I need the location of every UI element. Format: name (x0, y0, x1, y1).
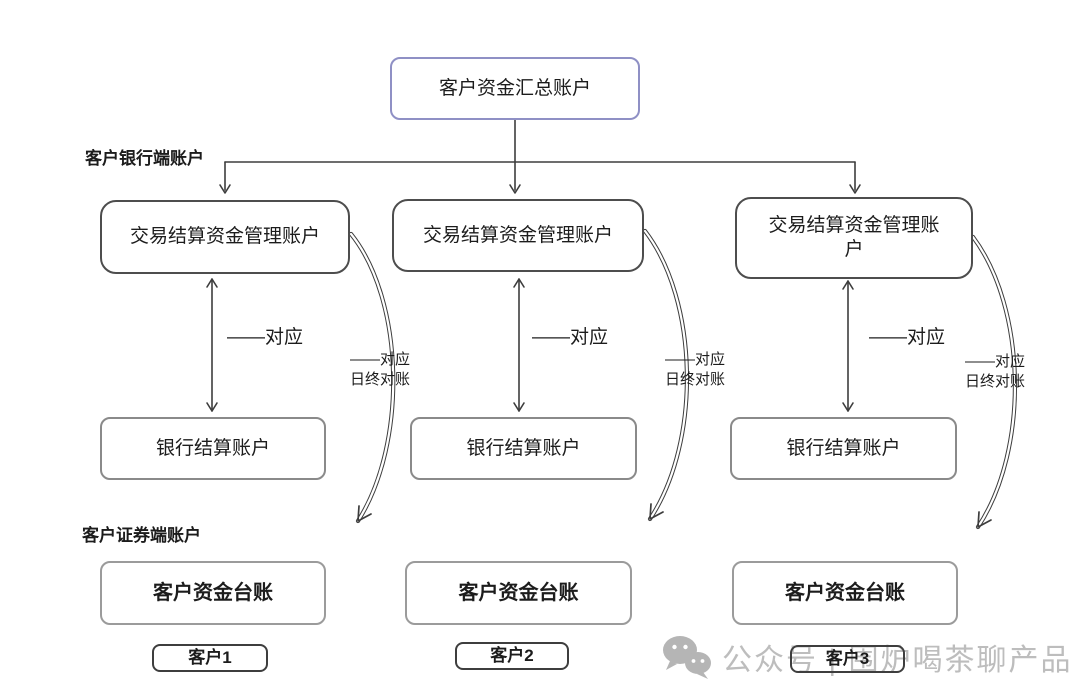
customer-ledger-box: 客户资金台账 (732, 561, 958, 625)
wechat-icon (663, 636, 711, 679)
arrowhead-down-icon (206, 402, 218, 412)
mapping-label: ——对应 (532, 327, 609, 348)
recon-label: ——对应 日终对账 (330, 350, 430, 390)
arrowhead-icon (977, 511, 992, 528)
arrowhead-down-icon (219, 184, 231, 194)
securities-side-section-label: 客户证券端账户 (82, 526, 201, 545)
summary-account-box: 客户资金汇总账户 (390, 57, 640, 120)
arrowhead-down-icon (842, 402, 854, 412)
mapping-label: ——对应 (869, 327, 946, 348)
recon-label-line2: 日终对账 (349, 371, 410, 388)
management-account-box: 交易结算资金管理账户 (735, 197, 973, 279)
recon-label-line1: ——对应 (964, 353, 1025, 370)
management-account-box: 交易结算资金管理账户 (100, 200, 350, 274)
management-account-box: 交易结算资金管理账户 (392, 199, 644, 272)
arrowhead-up-icon (842, 280, 854, 290)
recon-label-line1: ——对应 (664, 351, 725, 368)
recon-label-line2: 日终对账 (964, 373, 1025, 390)
arrowhead-up-icon (513, 278, 525, 288)
arrowhead-icon (649, 503, 664, 520)
bank-side-section-label: 客户银行端账户 (85, 149, 204, 168)
customer-3-box: 客户3 (790, 645, 905, 673)
recon-label: ——对应 日终对账 (945, 352, 1045, 392)
recon-label: ——对应 日终对账 (645, 350, 745, 390)
arrowhead-down-icon (513, 402, 525, 412)
bank-settlement-box: 银行结算账户 (410, 417, 637, 480)
customer-ledger-box: 客户资金台账 (405, 561, 632, 625)
arrowhead-down-icon (509, 184, 521, 194)
customer-2-box: 客户2 (455, 642, 569, 670)
mapping-label: ——对应 (227, 327, 304, 348)
customer-1-box: 客户1 (152, 644, 268, 672)
arrowhead-down-icon (849, 184, 861, 194)
arrowhead-up-icon (206, 278, 218, 288)
customer-ledger-box: 客户资金台账 (100, 561, 326, 625)
recon-label-line1: ——对应 (349, 351, 410, 368)
bank-settlement-box: 银行结算账户 (100, 417, 326, 480)
bank-settlement-box: 银行结算账户 (730, 417, 957, 480)
recon-label-line2: 日终对账 (664, 371, 725, 388)
arrowhead-icon (357, 505, 372, 522)
